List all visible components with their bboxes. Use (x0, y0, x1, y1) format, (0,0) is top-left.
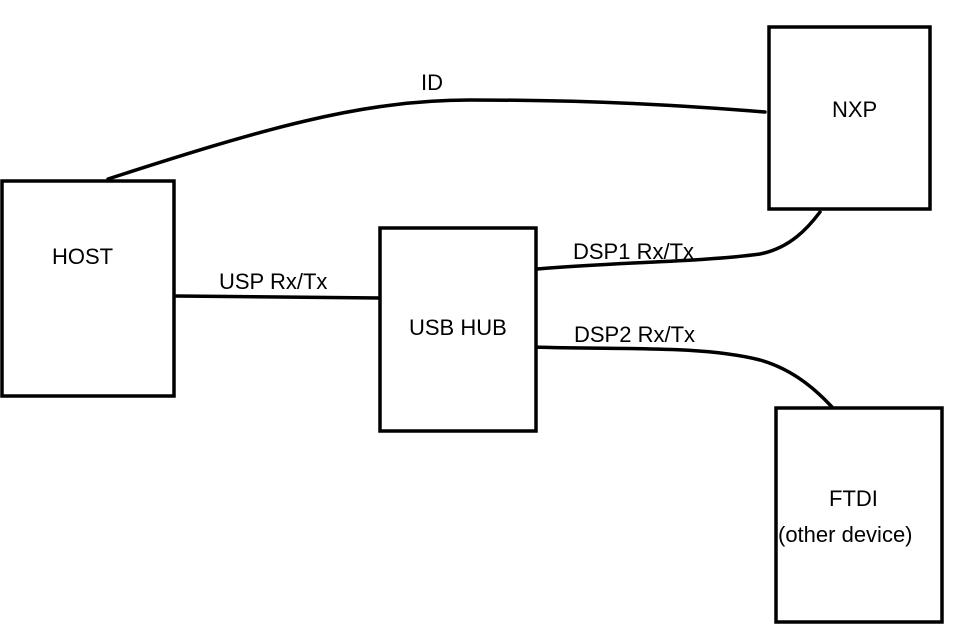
dsp1-connection-label: DSP1 Rx/Tx (573, 239, 694, 264)
usb-hub-node (378, 226, 538, 433)
dsp2-connection-line (531, 345, 834, 409)
usp-connection-line (173, 294, 382, 300)
ftdi-label: FTDI (829, 486, 878, 511)
usb-hub-label: USB HUB (409, 315, 507, 340)
host-label: HOST (52, 244, 113, 269)
nxp-label: NXP (832, 97, 877, 122)
ftdi-sublabel: (other device) (778, 522, 913, 547)
id-connection-label: ID (421, 70, 443, 95)
id-connection-line (106, 98, 767, 181)
dsp1-connection-line (535, 210, 822, 271)
ftdi-node (774, 406, 944, 624)
nxp-node (767, 25, 932, 211)
usp-connection-label: USP Rx/Tx (219, 269, 327, 294)
host-node (0, 179, 176, 398)
dsp2-connection-label: DSP2 Rx/Tx (574, 322, 695, 347)
